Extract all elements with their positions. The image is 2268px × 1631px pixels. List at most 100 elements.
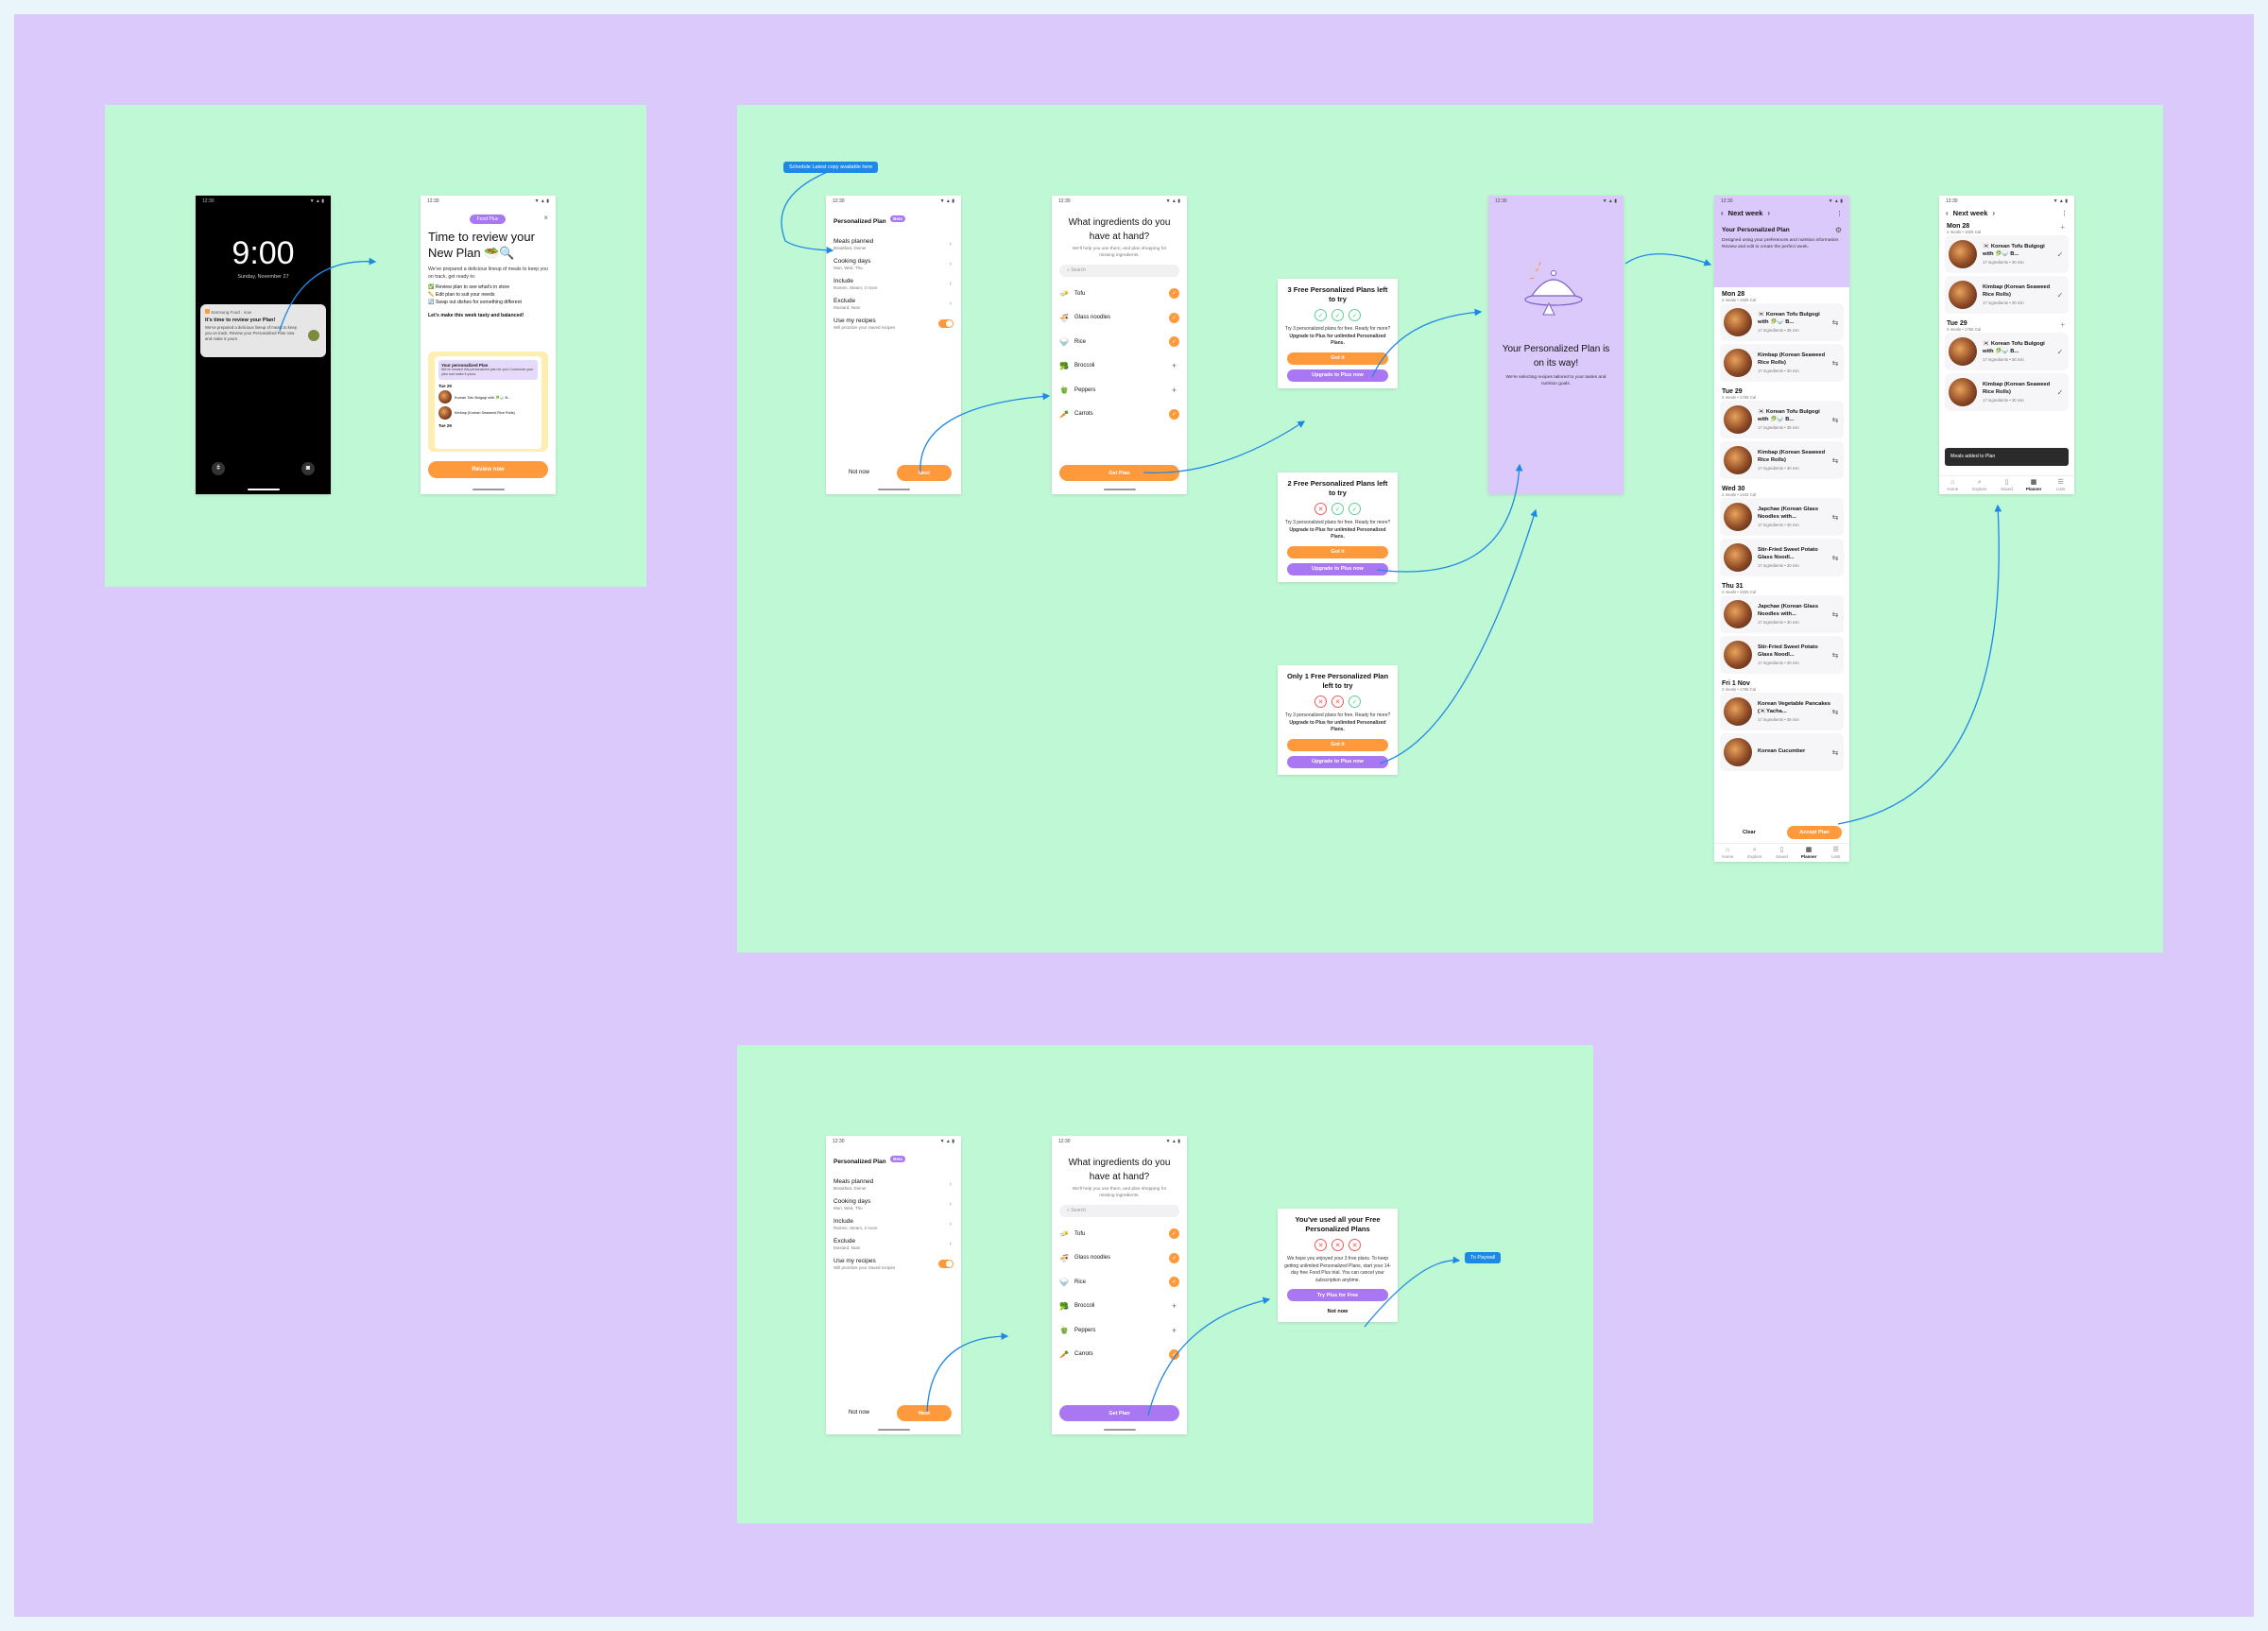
checkmark-icon[interactable]: ✓ <box>2056 290 2064 300</box>
swap-icon[interactable]: ⇆ <box>1831 747 1839 757</box>
nav-lists[interactable]: ☰Lists <box>1822 844 1849 862</box>
clear-button[interactable]: Clear <box>1743 829 1756 835</box>
swap-icon[interactable]: ⇆ <box>1831 358 1839 368</box>
nav-planner[interactable]: ▦Planner <box>2020 476 2048 494</box>
nav-saved[interactable]: ▯Saved <box>1993 476 2020 494</box>
swap-icon[interactable]: ⇆ <box>1831 455 1839 465</box>
checked-icon[interactable]: ✓ <box>1169 408 1179 420</box>
more-icon[interactable]: ⋮ <box>1836 210 1843 217</box>
checked-icon[interactable]: ✓ <box>1169 288 1179 300</box>
close-icon[interactable]: × <box>543 214 548 222</box>
nav-home[interactable]: ⌂Home <box>1939 476 1967 494</box>
checkmark-icon[interactable]: ✓ <box>2056 249 2064 259</box>
chevron-right-icon[interactable]: › <box>1992 209 1996 217</box>
checkmark-icon[interactable]: ✓ <box>2056 387 2064 397</box>
add-icon[interactable]: + <box>1171 1301 1177 1312</box>
search-input[interactable]: ⌕ Search <box>1059 264 1179 277</box>
swap-icon[interactable]: ⇆ <box>1831 318 1839 327</box>
got-it-button[interactable]: Got it <box>1287 352 1388 365</box>
checked-icon[interactable]: ✓ <box>1169 1277 1179 1288</box>
chevron-left-icon[interactable]: ‹ <box>1721 209 1724 217</box>
upgrade-plus-button[interactable]: Upgrade to Plus now <box>1287 369 1388 382</box>
chevron-right-icon[interactable]: › <box>1767 209 1771 217</box>
chevron-left-icon[interactable]: ‹ <box>1946 209 1949 217</box>
add-icon[interactable]: + <box>1171 361 1177 371</box>
nav-home[interactable]: ⌂Home <box>1714 844 1742 862</box>
checked-icon[interactable]: ✓ <box>1169 1348 1179 1360</box>
meal-card[interactable]: Korean Vegetable Pancakes (🇰🇷Yacha...17 … <box>1720 693 1844 730</box>
try-plus-free-button[interactable]: Try Plus for Free <box>1287 1289 1388 1302</box>
add-icon[interactable]: + <box>2060 223 2065 232</box>
flashlight-icon[interactable]: ǂ <box>212 462 225 475</box>
meal-card[interactable]: Japchae (Korean Glass Noodles with...17 … <box>1720 595 1844 633</box>
ingredient-row[interactable]: 🥕Carrots✓ <box>1052 402 1187 426</box>
got-it-button[interactable]: Got it <box>1287 738 1388 751</box>
not-now-button[interactable]: Not now <box>1327 1309 1349 1315</box>
meal-card[interactable]: Kimbap (Korean Seaweed Rice Rolls)17 ing… <box>1945 373 2069 411</box>
meal-card[interactable]: Japchae (Korean Glass Noodles with...17 … <box>1720 498 1844 536</box>
ingredient-row[interactable]: 🧈Tofu✓ <box>1052 282 1187 306</box>
add-icon[interactable]: + <box>1171 1325 1177 1335</box>
not-now-button[interactable]: Not now <box>849 470 870 475</box>
checked-icon[interactable]: ✓ <box>1169 1252 1179 1263</box>
next-button[interactable]: Next <box>897 1405 952 1421</box>
meal-card[interactable]: Kimbap (Korean Seaweed Rice Rolls)17 ing… <box>1720 441 1844 479</box>
add-icon[interactable]: + <box>2060 320 2065 329</box>
nav-saved[interactable]: ▯Saved <box>1768 844 1796 862</box>
ingredient-row[interactable]: 🍚Rice✓ <box>1052 330 1187 354</box>
get-plan-button[interactable]: Get Plan <box>1059 465 1179 481</box>
gear-icon[interactable]: ⚙ <box>1834 226 1842 234</box>
next-button[interactable]: Next <box>897 465 952 481</box>
swap-icon[interactable]: ⇆ <box>1831 415 1839 424</box>
swap-icon[interactable]: ⇆ <box>1831 512 1839 522</box>
nav-explore[interactable]: ⌕Explore <box>1742 844 1769 862</box>
search-input[interactable]: ⌕ Search <box>1059 1204 1179 1217</box>
meal-card[interactable]: 🇰🇷 Korean Tofu Bulgogi with 🥬🍚 B...17 in… <box>1720 401 1844 438</box>
use-recipes-toggle[interactable] <box>938 1260 954 1268</box>
meal-card[interactable]: Korean Cucumber⇆ <box>1720 733 1844 771</box>
nav-planner[interactable]: ▦Planner <box>1796 844 1823 862</box>
nav-lists[interactable]: ☰Lists <box>2047 476 2074 494</box>
ingredient-row[interactable]: 🥦Broccoli+ <box>1052 353 1187 378</box>
review-now-button[interactable]: Review now <box>428 461 548 478</box>
ingredient-row[interactable]: 🍜Glass noodles✓ <box>1052 1245 1187 1270</box>
get-plan-button[interactable]: Get Plan <box>1059 1405 1179 1421</box>
upgrade-plus-button[interactable]: Upgrade to Plus now <box>1287 562 1388 575</box>
ingredient-row[interactable]: 🥕Carrots✓ <box>1052 1342 1187 1366</box>
meal-card[interactable]: 🇰🇷 Korean Tofu Bulgogi with 🥬🍚 B...17 in… <box>1720 303 1844 341</box>
ingredient-row[interactable]: 🍚Rice✓ <box>1052 1270 1187 1295</box>
swap-icon[interactable]: ⇆ <box>1831 553 1839 562</box>
checked-icon[interactable]: ✓ <box>1169 1228 1179 1240</box>
meal-card[interactable]: Stir-Fried Sweet Potato Glass Noodl...17… <box>1720 636 1844 674</box>
meal-card[interactable]: Kimbap (Korean Seaweed Rice Rolls)17 ing… <box>1945 276 2069 314</box>
ingredient-row[interactable]: 🧈Tofu✓ <box>1052 1222 1187 1246</box>
not-now-button[interactable]: Not now <box>849 1410 870 1416</box>
ingredient-row[interactable]: 🫑Peppers+ <box>1052 378 1187 403</box>
meal-card[interactable]: Kimbap (Korean Seaweed Rice Rolls)17 ing… <box>1720 344 1844 382</box>
add-icon[interactable]: + <box>1171 385 1177 395</box>
checked-icon[interactable]: ✓ <box>1169 312 1179 323</box>
camera-icon[interactable]: ◙ <box>301 462 315 475</box>
checkmark-icon[interactable]: ✓ <box>2056 347 2064 356</box>
use-recipes-toggle[interactable] <box>938 319 954 328</box>
ingredient-row[interactable]: 🍜Glass noodles✓ <box>1052 305 1187 330</box>
nav-explore[interactable]: ⌕Explore <box>1967 476 1994 494</box>
accept-plan-button[interactable]: Accept Plan <box>1787 825 1842 839</box>
meal-card[interactable]: 🇰🇷 Korean Tofu Bulgogi with 🥬🍚 B...17 in… <box>1945 333 2069 370</box>
swap-icon[interactable]: ⇆ <box>1831 650 1839 660</box>
meal-card[interactable]: Stir-Fried Sweet Potato Glass Noodl...17… <box>1720 539 1844 576</box>
checked-icon[interactable]: ✓ <box>1169 336 1179 348</box>
more-icon[interactable]: ⋮ <box>2061 210 2068 217</box>
meal-card[interactable]: 🇰🇷 Korean Tofu Bulgogi with 🥬🍚 B...17 in… <box>1945 235 2069 273</box>
ingredient-row[interactable]: 🫑Peppers+ <box>1052 1318 1187 1343</box>
swap-icon[interactable]: ⇆ <box>1831 707 1839 716</box>
swap-icon[interactable]: ⇆ <box>1831 609 1839 619</box>
